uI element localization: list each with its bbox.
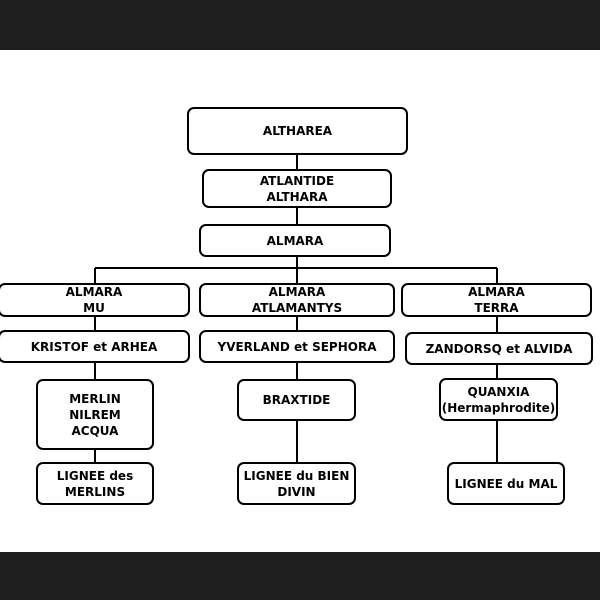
node-almara-label: ALMARA — [266, 233, 324, 248]
node-almara-atlamantys-label-1: ALMARA — [268, 285, 326, 299]
node-quanxia-label-2: (Hermaphrodite) — [441, 400, 556, 415]
node-atlantide-label-1: ATLANTIDE — [259, 173, 335, 188]
node-quanxia: QUANXIA (Hermaphrodite) — [439, 378, 558, 421]
node-almara-mu-label-2: MU — [83, 301, 105, 315]
node-merlin-nilrem-acqua: MERLIN NILREM ACQUA — [36, 379, 154, 450]
node-almara-atlamantys: ALMARA ATLAMANTYS — [199, 283, 395, 317]
node-almara: ALMARA — [199, 224, 391, 257]
top-black-band — [0, 0, 600, 50]
node-almara-terra: ALMARA TERRA — [401, 283, 592, 317]
node-merlin-label-3: ACQUA — [71, 423, 119, 438]
node-kristof-label: KRISTOF et ARHEA — [30, 339, 158, 354]
node-altharea-label: ALTHAREA — [262, 124, 333, 138]
node-altharea: ALTHAREA — [187, 107, 408, 155]
node-lignee-bien-label-1: LIGNEE du BIEN — [243, 468, 350, 483]
node-atlantide-label-2: ALTHARA — [266, 189, 328, 204]
node-lignee-bien-divin: LIGNEE du BIEN DIVIN — [237, 462, 356, 505]
node-almara-mu: ALMARA MU — [0, 283, 190, 317]
node-almara-mu-label-1: ALMARA — [65, 285, 123, 299]
node-merlin-label-1: MERLIN — [69, 391, 121, 406]
node-atlantide-althara: ATLANTIDE ALTHARA — [202, 169, 392, 208]
node-braxtide: BRAXTIDE — [237, 379, 356, 421]
node-yverland-label: YVERLAND et SEPHORA — [217, 339, 377, 354]
node-quanxia-label-1: QUANXIA — [467, 384, 530, 399]
node-lignee-merlins: LIGNEE des MERLINS — [36, 462, 154, 505]
node-almara-atlamantys-label-2: ATLAMANTYS — [251, 301, 343, 315]
node-lignee-mal-label: LIGNEE du MAL — [454, 476, 558, 491]
node-lignee-mal: LIGNEE du MAL — [447, 462, 565, 505]
node-kristof-arhea: KRISTOF et ARHEA — [0, 330, 190, 363]
bottom-black-band — [0, 552, 600, 600]
node-lignee-bien-label-2: DIVIN — [277, 484, 316, 499]
node-almara-terra-label-2: TERRA — [474, 301, 519, 315]
node-lignee-merlins-label-2: MERLINS — [64, 484, 126, 499]
node-merlin-label-2: NILREM — [69, 407, 121, 422]
node-zandorsq-alvida: ZANDORSQ et ALVIDA — [405, 332, 593, 365]
node-yverland-sephora: YVERLAND et SEPHORA — [199, 330, 395, 363]
node-braxtide-label: BRAXTIDE — [262, 393, 331, 407]
node-zandorsq-label: ZANDORSQ et ALVIDA — [425, 341, 573, 356]
node-lignee-merlins-label-1: LIGNEE des — [56, 468, 134, 483]
node-almara-terra-label-1: ALMARA — [468, 285, 525, 299]
